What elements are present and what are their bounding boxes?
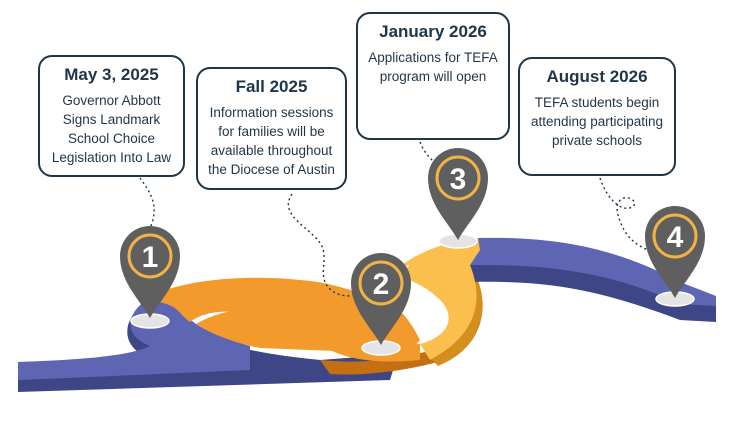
milestone-4-date: August 2026 <box>546 67 648 86</box>
milestone-callout-1: May 3, 2025 Governor Abbott Signs Landma… <box>38 55 185 177</box>
milestone-1-date: May 3, 2025 <box>64 65 159 84</box>
pin-4-number: 4 <box>667 221 684 254</box>
pin-4: 4 <box>645 206 705 298</box>
pin-3: 3 <box>428 148 488 240</box>
milestone-2-description: Information sessions for families will b… <box>208 105 335 177</box>
road-segment-blue-end <box>470 237 716 306</box>
pin-shadows <box>130 233 695 356</box>
milestone-callout-4: August 2026 TEFA students begin attendin… <box>518 57 676 176</box>
milestone-1-description: Governor Abbott Signs Landmark School Ch… <box>51 93 172 165</box>
milestone-callout-3: January 2026 Applications for TEFA progr… <box>356 12 510 140</box>
pin-1: 1 <box>120 226 180 318</box>
milestone-4-description: TEFA students begin attending participat… <box>530 95 664 148</box>
milestone-callout-2: Fall 2025 Information sessions for famil… <box>196 67 347 190</box>
road-segment-yellow <box>400 247 500 360</box>
pin-1-number: 1 <box>142 241 159 274</box>
pin-2: 2 <box>351 253 411 345</box>
road-segment-orange-top <box>140 282 420 362</box>
milestone-2-date: Fall 2025 <box>235 77 308 96</box>
pin-3-number: 3 <box>450 163 467 196</box>
pin-2-number: 2 <box>373 268 390 301</box>
milestone-3-date: January 2026 <box>379 22 487 41</box>
road-segment-blue-start <box>18 292 250 380</box>
milestone-3-description: Applications for TEFA program will open <box>368 50 498 84</box>
